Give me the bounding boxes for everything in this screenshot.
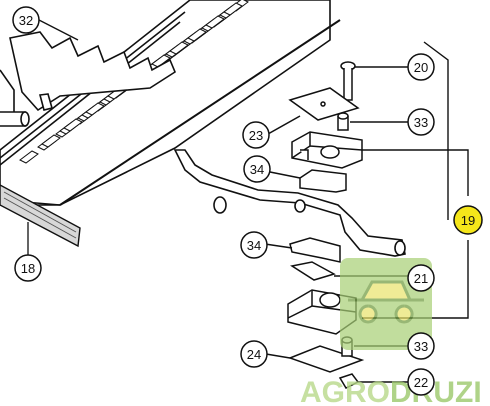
callout-33-upper: 33 <box>407 108 435 136</box>
callout-circle <box>407 368 435 396</box>
callout-21: 21 <box>407 264 435 292</box>
sieve-slat <box>169 41 189 55</box>
callout-label: 23 <box>249 128 263 143</box>
callout-22: 22 <box>407 368 435 396</box>
callout-circle <box>243 155 271 183</box>
callout-label: 20 <box>414 60 428 75</box>
callout-24: 24 <box>240 340 268 368</box>
callout-circle <box>242 121 270 149</box>
callout-circle <box>407 53 435 81</box>
sieve-rail <box>9 31 176 112</box>
plate-part <box>267 87 360 135</box>
callout-label: 24 <box>247 347 261 362</box>
watermark-text-part1: AGRO <box>300 376 390 406</box>
callout-circle <box>407 108 435 136</box>
callout-circle <box>240 231 268 259</box>
callout-circle-highlighted <box>453 205 483 235</box>
blade-part <box>0 184 81 248</box>
callout-circle <box>240 340 268 368</box>
callout-32: 32 <box>12 6 79 41</box>
nut-part <box>338 373 408 389</box>
sieve-slat <box>223 2 243 16</box>
callout-circle <box>407 332 435 360</box>
callout-20: 20 <box>407 53 435 81</box>
sieve-slat <box>205 15 225 29</box>
watermark-text-part2: DRUZI <box>390 376 482 406</box>
upper-bearing-housing <box>291 131 363 169</box>
callout-label: 18 <box>21 261 35 276</box>
sieve-slat <box>187 28 207 42</box>
shaft <box>173 149 406 257</box>
sieve-slat <box>85 102 105 116</box>
bolt-part <box>340 61 408 101</box>
lower-bushing-half <box>264 237 341 263</box>
callout-33-lower: 33 <box>407 332 435 360</box>
callout-label: 21 <box>414 271 428 286</box>
left-rod <box>0 69 30 127</box>
callout-34-lower: 34 <box>240 231 268 259</box>
callout-label: 32 <box>19 13 33 28</box>
callout-label: 34 <box>247 238 261 253</box>
callout-label: 34 <box>250 162 264 177</box>
sieve-slat <box>63 118 83 132</box>
callout-label: 33 <box>414 339 428 354</box>
callout-label: 22 <box>414 375 428 390</box>
callout-23: 23 <box>242 121 270 149</box>
callout-circle <box>407 264 435 292</box>
sieve-slat <box>19 150 39 164</box>
callout-label: 19 <box>461 213 475 228</box>
lower-plate-part <box>265 345 365 373</box>
callout-label: 33 <box>414 115 428 130</box>
upper-bushing-half <box>269 169 347 193</box>
watermark-text: AGRODRUZI <box>300 376 482 406</box>
callout-19: 19 <box>453 205 483 235</box>
callout-18: 18 <box>14 222 42 282</box>
callout-34-upper: 34 <box>243 155 271 183</box>
sieve-slat <box>151 54 171 68</box>
sleeve-part <box>337 112 408 131</box>
sieve-slat <box>41 134 61 148</box>
